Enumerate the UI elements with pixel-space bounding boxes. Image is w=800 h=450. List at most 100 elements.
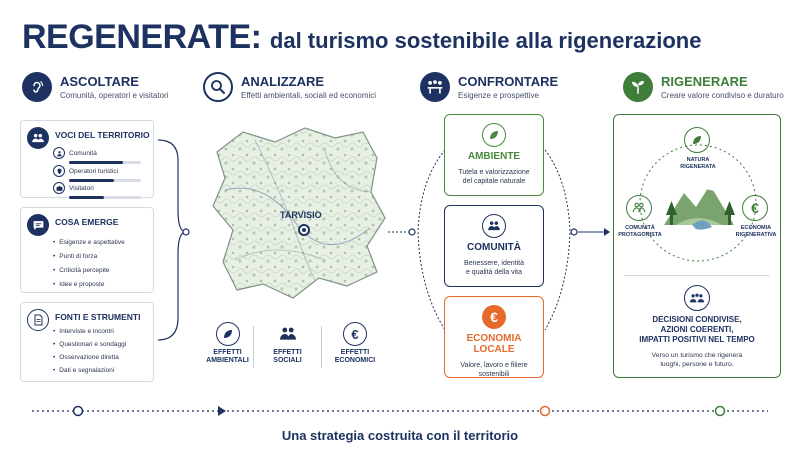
document-icon [27, 309, 49, 331]
economy-line1: ECONOMIA [740, 225, 772, 231]
card-community: COMUNITÀ Benessere, identità e qualità de… [444, 205, 544, 287]
list-item: Interviste e incontri [53, 325, 126, 338]
emerges-list: Esigenze e aspettative Punti di forza Cr… [53, 236, 125, 292]
step-regenerate-header: RIGENERARE Creare valore condiviso e dur… [623, 72, 784, 102]
decisions-line3: IMPATTI POSITIVI NEL TEMPO [639, 335, 755, 344]
people-icon [482, 214, 506, 238]
page-title: REGENERATE: dal turismo sostenibile alla… [22, 18, 701, 57]
card-title: COMUNITÀ [467, 242, 521, 253]
nature-label: NATURA RIGENERATA [668, 157, 728, 170]
people-icon [626, 195, 652, 221]
list-item: Criticità percepite [53, 264, 125, 278]
step-compare-header: CONFRONTARE Esigenze e prospettive [420, 72, 558, 102]
speech-bubble-icon [27, 214, 49, 236]
card-desc-line2: sostenibili [478, 371, 510, 379]
sources-list: Interviste e incontri Questionari e sond… [53, 325, 126, 377]
economy-line2: RIGENERATIVA [735, 231, 777, 238]
voice-label: Comunità [69, 149, 97, 157]
voice-bar [69, 196, 141, 199]
list-item: Punti di forza [53, 250, 125, 264]
title-main: REGENERATE: [22, 18, 262, 56]
people-icon [27, 127, 49, 149]
economy-label: ECONOMIA RIGENERATIVA [728, 225, 784, 238]
step-subtitle: Esigenze e prospettive [458, 91, 539, 100]
list-item: Idee e proposte [53, 278, 125, 292]
regenerate-panel: NATURA RIGENERATA COMUNITÀ PROTAGONISTA … [613, 114, 781, 378]
voice-row: Visitatori [53, 182, 149, 199]
euro-icon: € [482, 305, 506, 329]
decisions-description: Verso un turismo che rigenera luoghi, pe… [618, 351, 776, 369]
list-item: Esigenze e aspettative [53, 236, 124, 250]
decisions-line1: DECISIONI CONDIVISE, [652, 315, 742, 324]
nature-line1: NATURA [686, 157, 710, 163]
euro-icon: € [343, 322, 367, 346]
voice-label: Operatori turistici [69, 167, 119, 175]
step-title: RIGENERARE [661, 74, 748, 89]
voice-bar-fill [69, 161, 123, 164]
effect-line1: EFFETTI [213, 349, 242, 356]
step-analyze-header: ANALIZZARE Effetti ambientali, sociali e… [203, 72, 376, 102]
voice-bar [69, 179, 141, 182]
map-label: TARVISIO [280, 210, 322, 220]
card-desc-line1: Tutela e valorizzazione [458, 169, 530, 176]
emerges-title: COSA EMERGE [55, 217, 119, 227]
card-desc-line2: del capitale naturale [462, 178, 526, 186]
location-icon [53, 165, 65, 177]
list-item: Dati e segnalazioni [53, 364, 126, 377]
leaf-icon [215, 322, 240, 346]
step-title: ANALIZZARE [241, 74, 325, 89]
card-desc-line1: Benessere, identità [464, 260, 524, 267]
leaf-icon [684, 127, 710, 153]
list-item: Osservazione diretta [53, 351, 126, 364]
card-desc-line1: Valore, lavoro e filiere [460, 362, 528, 369]
divider [624, 275, 770, 276]
sprout-icon [623, 72, 653, 102]
community-line1: COMUNITÀ [625, 225, 655, 231]
voice-bar-fill [69, 179, 114, 182]
divider [321, 326, 322, 368]
camera-icon [53, 182, 65, 194]
step-subtitle: Creare valore condiviso e duraturo [661, 91, 784, 100]
divider [253, 326, 254, 368]
decisions-line2: AZIONI COERENTI, [660, 325, 734, 334]
decisions-desc-line2: luoghi, persone e futuro. [660, 361, 734, 369]
effect-line2: AMBIENTALI [206, 357, 249, 365]
effect-line2: SOCIALI [273, 357, 302, 365]
title-subtitle: dal turismo sostenibile alla rigenerazio… [269, 28, 702, 53]
voices-title: VOCI DEL TERRITORIO [55, 130, 150, 140]
voice-row: Comunità [53, 147, 149, 164]
card-title: ECONOMIA LOCALE [466, 333, 522, 355]
effect-line1: EFFETTI [273, 349, 302, 356]
step-subtitle: Effetti ambientali, sociali ed economici [241, 91, 377, 100]
nature-line2: RIGENERATA [680, 163, 716, 170]
step-title: CONFRONTARE [458, 74, 559, 89]
list-item: Questionari e sondaggi [53, 338, 126, 351]
community-label: COMUNITÀ PROTAGONISTA [614, 225, 666, 238]
sources-title: FONTI E STRUMENTI [55, 312, 141, 322]
card-local-economy: € ECONOMIA LOCALE Valore, lavoro e filie… [444, 296, 544, 378]
voice-row: Operatori turistici [53, 165, 149, 182]
emerges-card: COSA EMERGE Esigenze e aspettative Punti… [20, 207, 154, 293]
community-line2: PROTAGONISTA [618, 231, 662, 238]
effect-line2: ECONOMICI [334, 357, 376, 365]
step-listen-header: ASCOLTARE Comunità, operatori e visitato… [22, 72, 169, 102]
decisions-headline: DECISIONI CONDIVISE, AZIONI COERENTI, IM… [618, 315, 776, 345]
voice-bar [69, 161, 141, 164]
step-title: ASCOLTARE [60, 74, 139, 89]
card-desc-line2: e qualità della vita [465, 269, 523, 277]
group-icon [684, 285, 710, 311]
meeting-icon [420, 72, 450, 102]
leaf-icon [482, 123, 506, 147]
person-icon [53, 147, 65, 159]
voice-bar-fill [69, 196, 104, 199]
euro-icon: € [742, 195, 768, 221]
voices-card: VOCI DEL TERRITORIO Comunità Operatori t… [20, 120, 154, 199]
territory-map [212, 127, 386, 299]
decisions-desc-line1: Verso un turismo che rigenera [651, 352, 743, 359]
voice-label: Visitatori [69, 184, 94, 192]
step-subtitle: Comunità, operatori e visitatori [60, 91, 169, 100]
